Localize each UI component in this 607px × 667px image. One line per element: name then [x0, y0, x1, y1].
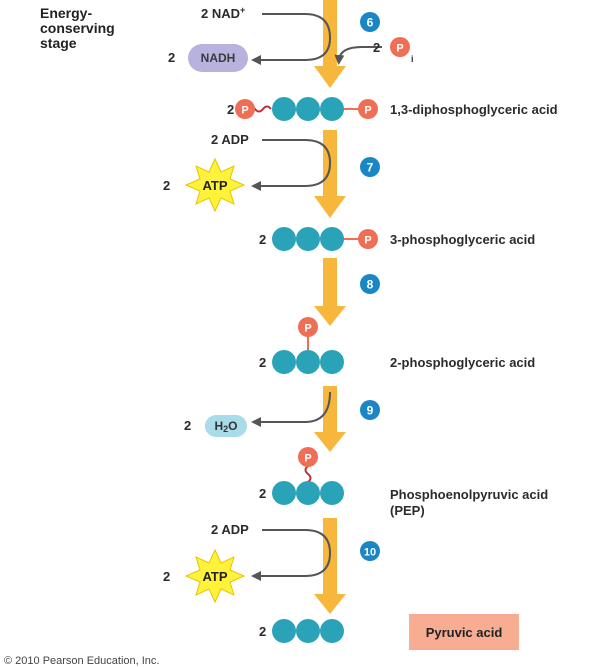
step-10-adp-arrow [251, 529, 332, 581]
stage-title: Energy- conserving stage [40, 6, 115, 51]
carbon-bead [272, 350, 296, 374]
carbon-bead [320, 619, 344, 643]
step-8-number: 8 [367, 278, 374, 292]
svg-text:P: P [241, 105, 248, 117]
compound-3-name: 2-phosphoglyceric acid [390, 355, 536, 370]
phosphate-group [298, 317, 318, 337]
stage-title-line-2: conserving [40, 20, 115, 36]
main-arrow-step-9 [314, 386, 346, 452]
phosphate-group [235, 99, 255, 119]
compound-4-coef: 2 [259, 486, 267, 501]
carbon-bead [296, 350, 320, 374]
phosphate-group [298, 447, 318, 467]
molecule-13-diphosphoglyceric-acid: P P [235, 97, 378, 121]
carbon-bead [296, 227, 320, 251]
stage-title-line-3: stage [40, 35, 77, 51]
compound-3-coef: 2 [259, 355, 267, 370]
step-10-number: 10 [364, 547, 376, 559]
step-6-number: 6 [367, 16, 374, 30]
compound-4-name-abbrev: (PEP) [390, 503, 425, 518]
step-10-atp-burst [184, 548, 246, 604]
carbon-bead [272, 619, 296, 643]
stage-title-line-1: Energy- [40, 5, 93, 21]
molecule-phosphoenolpyruvic-acid: P [272, 447, 344, 505]
svg-text:P: P [396, 43, 403, 55]
compound-1-name: 1,3-diphosphoglyceric acid [390, 102, 558, 117]
phosphate-group [358, 99, 378, 119]
step-6-nadh-oval: NADH [188, 44, 248, 72]
step-8-badge: 8 [360, 274, 380, 294]
svg-text:P: P [304, 453, 311, 465]
step-7-adp-arrow [251, 139, 332, 191]
carbon-bead [320, 97, 344, 121]
carbon-bead [296, 481, 320, 505]
step-7-atp-burst [184, 157, 246, 213]
step-6-pi-arrow [334, 46, 382, 65]
step-9-badge: 9 [360, 400, 380, 420]
main-arrows [314, 0, 346, 614]
step-7-number: 7 [367, 161, 374, 175]
step-6-nad-label: 2 NAD+ [201, 5, 246, 21]
step-6-pi-subscript: i [411, 54, 414, 64]
step-10-atp-coef: 2 [163, 569, 171, 584]
step-9-water-coef: 2 [184, 418, 192, 433]
compound-1-coef: 2 [227, 102, 235, 117]
compound-2-coef: 2 [259, 232, 267, 247]
step-7-atp-coef: 2 [163, 178, 171, 193]
svg-text:P: P [364, 235, 371, 247]
molecule-3-phosphoglyceric-acid: P [272, 227, 378, 251]
compound-5-coef: 2 [259, 624, 267, 639]
step-10-atp-label: ATP [202, 569, 227, 584]
compound-4-name: Phosphoenolpyruvic acid [390, 487, 549, 502]
carbon-bead [320, 350, 344, 374]
main-arrow-step-8 [314, 258, 346, 326]
step-7-atp-label: ATP [202, 178, 227, 193]
carbon-bead [320, 481, 344, 505]
step-10-adp-label: 2 ADP [211, 522, 249, 537]
carbon-bead [296, 619, 320, 643]
step-7-badge: 7 [360, 157, 380, 177]
copyright-notice: © 2010 Pearson Education, Inc. [4, 655, 160, 667]
carbon-bead [296, 97, 320, 121]
compound-5-name-box: Pyruvic acid [409, 614, 519, 650]
step-6-nad-arrow [251, 13, 332, 65]
svg-text:P: P [304, 323, 311, 335]
carbon-bead [272, 227, 296, 251]
carbon-bead [272, 97, 296, 121]
step-7-adp-label: 2 ADP [211, 132, 249, 147]
carbon-bead [320, 227, 344, 251]
step-9-water-arrow [251, 391, 331, 427]
step-6-pi-circle: P [390, 37, 410, 57]
step-6-badge: 6 [360, 12, 380, 32]
step-6-pi-coef: 2 [373, 40, 381, 55]
svg-text:P: P [364, 105, 371, 117]
carbon-bead [272, 481, 296, 505]
phosphate-group [358, 229, 378, 249]
molecule-pyruvic-acid [272, 619, 344, 643]
step-9-number: 9 [367, 404, 374, 418]
molecule-2-phosphoglyceric-acid: P [272, 317, 344, 374]
step-6-nadh-coef: 2 [168, 50, 176, 65]
compound-2-name: 3-phosphoglyceric acid [390, 232, 536, 247]
step-10-badge: 10 [360, 541, 380, 561]
